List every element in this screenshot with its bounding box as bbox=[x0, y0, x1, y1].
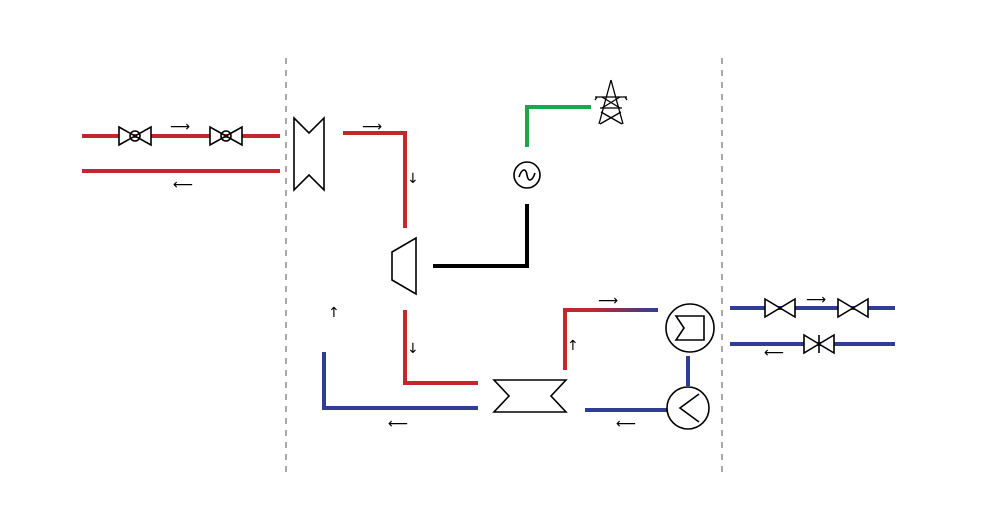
turbine-icon[interactable] bbox=[391, 236, 417, 296]
flow-arrow-up: ↑ bbox=[567, 338, 579, 354]
heat-exchanger-panel-icon[interactable] bbox=[665, 303, 715, 353]
turbine-shaft-line bbox=[433, 204, 529, 268]
coolant-outlet-pipe bbox=[563, 308, 658, 370]
flow-arrow-down: ↓ bbox=[407, 171, 419, 187]
valve-icon[interactable] bbox=[764, 297, 796, 319]
flow-arrow-up: ↑ bbox=[328, 305, 340, 321]
condenser-heat-exchanger-icon[interactable] bbox=[492, 379, 568, 413]
valve-icon[interactable] bbox=[118, 125, 152, 147]
flow-arrow-left: ⟵ bbox=[388, 416, 408, 432]
flow-arrow-right: ⟶ bbox=[362, 119, 382, 135]
hot-pipe-to-turbine bbox=[343, 131, 407, 228]
flow-arrow-right: ⟶ bbox=[598, 293, 618, 309]
flow-arrow-left: ⟵ bbox=[173, 177, 193, 193]
valve-icon[interactable] bbox=[209, 125, 243, 147]
generator-icon[interactable] bbox=[513, 161, 541, 189]
condensate-return-pipe bbox=[322, 352, 478, 410]
flow-arrow-right: ⟶ bbox=[806, 292, 826, 308]
heat-exchanger-icon[interactable] bbox=[293, 116, 325, 192]
flow-arrow-right: ⟶ bbox=[170, 119, 190, 135]
flow-arrow-down: ↓ bbox=[407, 341, 419, 357]
circulation-pump-icon[interactable] bbox=[666, 386, 710, 430]
valve-icon[interactable] bbox=[837, 297, 869, 319]
turbine-outlet-pipe bbox=[403, 310, 478, 385]
flow-arrow-left: ⟵ bbox=[764, 345, 784, 361]
valve-icon[interactable] bbox=[803, 333, 835, 355]
power-pylon-icon bbox=[594, 79, 628, 125]
grid-connection-line bbox=[525, 105, 591, 147]
flow-arrow-left: ⟵ bbox=[616, 416, 636, 432]
